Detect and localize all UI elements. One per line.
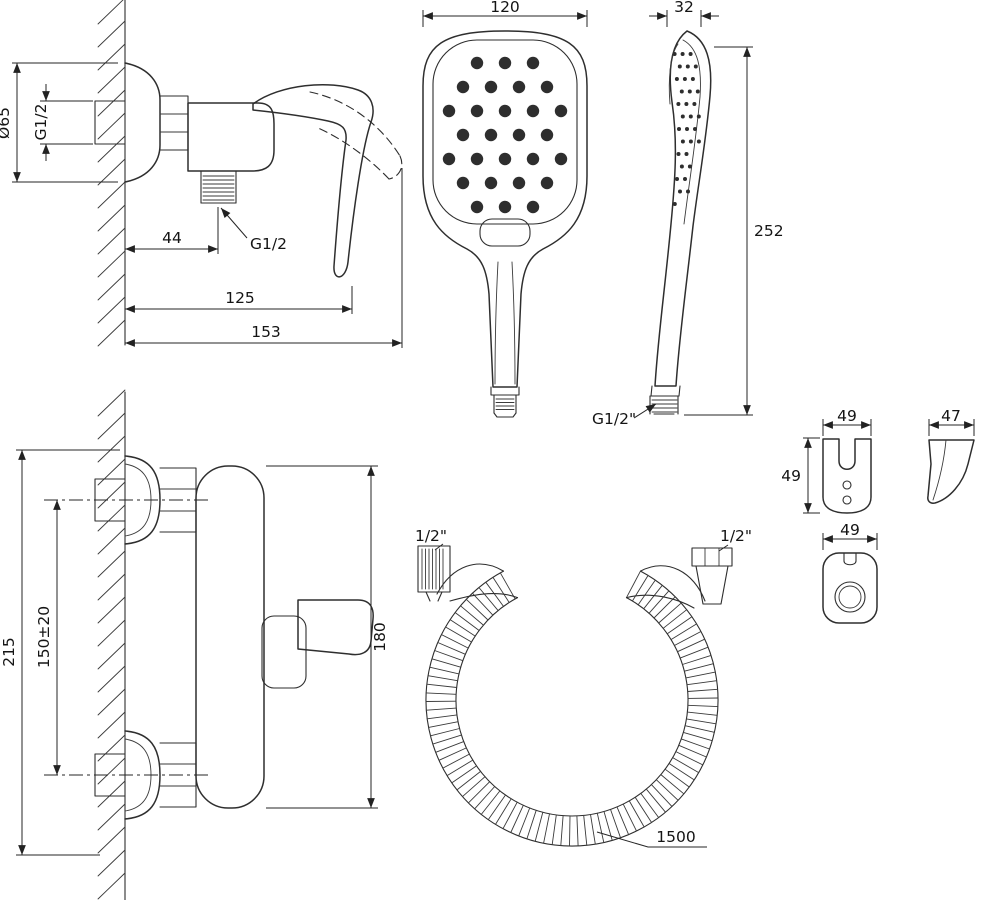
wall-nut — [159, 95, 189, 151]
mixer-front-view: 215 150±20 180 — [0, 449, 389, 856]
dim-label-holder-width: 49 — [837, 407, 857, 425]
handshower-outline — [422, 30, 588, 388]
holder-cup-hole — [834, 581, 866, 613]
holder-bracket-outline — [822, 438, 872, 514]
holder-screw-top — [842, 480, 852, 490]
side-connector — [649, 385, 681, 415]
dim-label-diameter: Ø65 — [0, 107, 13, 139]
handshower-front-view: 120 — [422, 0, 588, 418]
holder-cup-outline — [822, 552, 878, 624]
dim-holder-height-49: 49 — [781, 437, 820, 514]
holder-wedge-outline — [927, 439, 975, 504]
dim-label-body-height: 180 — [371, 622, 389, 652]
dim-inlet-spacing-150: 150±20 — [35, 499, 210, 776]
dim-label-outlet-thread: G1/2 — [250, 235, 287, 253]
hose-connector-right — [691, 547, 733, 605]
wall-section-bottom — [97, 389, 126, 900]
mixer-body-side — [187, 102, 275, 172]
dim-label-total-depth: 153 — [251, 323, 281, 341]
wall-section-top — [97, 0, 126, 347]
wall-pipe-side — [94, 100, 126, 145]
dim-label-outlet-offset: 44 — [162, 229, 182, 247]
spray-nozzles-side — [672, 52, 701, 206]
handle-contour-left — [494, 261, 499, 385]
wall-hatching-top — [97, 0, 126, 347]
mode-button — [479, 218, 531, 247]
profile-inner-line — [682, 39, 701, 225]
mixer-body-front — [195, 465, 265, 809]
hose-neck-left-inner — [449, 592, 519, 602]
mixer-handle-front — [261, 599, 374, 689]
dim-label-inlet-spacing: 150±20 — [35, 606, 53, 668]
spray-nozzles — [442, 56, 568, 214]
holder-cup-slot — [843, 552, 857, 566]
leader-handshower-thread: G1/2" — [592, 403, 657, 428]
dim-body-height-180: 180 — [266, 465, 389, 809]
dim-label-conn-left: 1/2" — [415, 527, 447, 545]
dim-label-inlet-thread: G1/2 — [32, 104, 50, 141]
mixer-handle-side — [252, 83, 374, 278]
dim-length-252: 252 — [684, 46, 784, 416]
escutcheon-side — [124, 62, 161, 183]
hose-inner-coil — [455, 597, 689, 817]
hose-corrugation — [425, 570, 719, 847]
dim-label-holder-height: 49 — [781, 467, 801, 485]
dim-label-conn-right: 1/2" — [720, 527, 752, 545]
holder-screw-bottom — [842, 495, 852, 505]
hose-neck-right-inner — [625, 594, 695, 609]
hose-connector-left — [417, 545, 451, 602]
holder-wedge-inner — [932, 439, 947, 501]
dim-label-hose-length: 1500 — [656, 828, 695, 846]
mixer-handle-alt-position — [309, 91, 403, 180]
hose-outer-coil — [425, 570, 719, 847]
dim-label-head-width: 120 — [490, 0, 520, 16]
dim-hose-length-1500: 1500 — [596, 828, 707, 848]
holder-bottom-view: 49 — [822, 521, 878, 624]
dim-label-holder-depth: 47 — [941, 407, 961, 425]
mixer-side-view: Ø65 G1/2 44 G1/2 125 153 — [0, 62, 403, 348]
dim-diameter-65: Ø65 — [0, 62, 118, 183]
holder-front-view: 49 49 — [781, 407, 872, 514]
holder-cup-hole-inner — [838, 585, 862, 609]
leader-outlet-thread: G1/2 — [220, 207, 287, 253]
dim-inlet-thread: G1/2 — [32, 84, 93, 161]
profile-inner-line-2 — [668, 43, 679, 105]
dim-label-holder2-width: 49 — [840, 521, 860, 539]
dim-label-handle-depth: 125 — [225, 289, 255, 307]
spray-face — [432, 39, 578, 225]
dim-holder-width-49: 49 — [822, 407, 872, 436]
dim-holder-depth-47: 47 — [928, 407, 975, 436]
dim-label-handshower-thread: G1/2" — [592, 410, 636, 428]
dim-label-head-depth: 32 — [674, 0, 694, 16]
handshower-connector — [490, 386, 520, 418]
shower-hose: 1/2" 1/2" 1500 — [415, 527, 752, 848]
handshower-profile — [654, 30, 712, 387]
dim-holder2-width-49: 49 — [822, 521, 878, 550]
handshower-side-view: 32 252 G1/2" — [592, 0, 784, 428]
label-hose-conn-left: 1/2" — [415, 527, 447, 551]
holder-side-view: 47 — [927, 407, 975, 504]
dim-head-depth-32: 32 — [649, 0, 719, 27]
label-hose-conn-right: 1/2" — [718, 527, 752, 552]
dim-outlet-offset-44: 44 — [124, 207, 219, 254]
wall-hatching-bottom — [97, 389, 126, 900]
dim-label-total-height: 215 — [0, 637, 18, 667]
outlet-thread — [200, 170, 237, 204]
dim-total-height-215: 215 — [0, 449, 120, 856]
dim-label-length: 252 — [754, 222, 784, 240]
dim-handle-depth-125: 125 — [124, 286, 353, 314]
dim-total-depth-153: 153 — [124, 168, 403, 348]
dim-head-width-120: 120 — [422, 0, 588, 27]
handle-contour-right — [511, 261, 516, 385]
hose-neck-left-outer — [436, 563, 505, 595]
